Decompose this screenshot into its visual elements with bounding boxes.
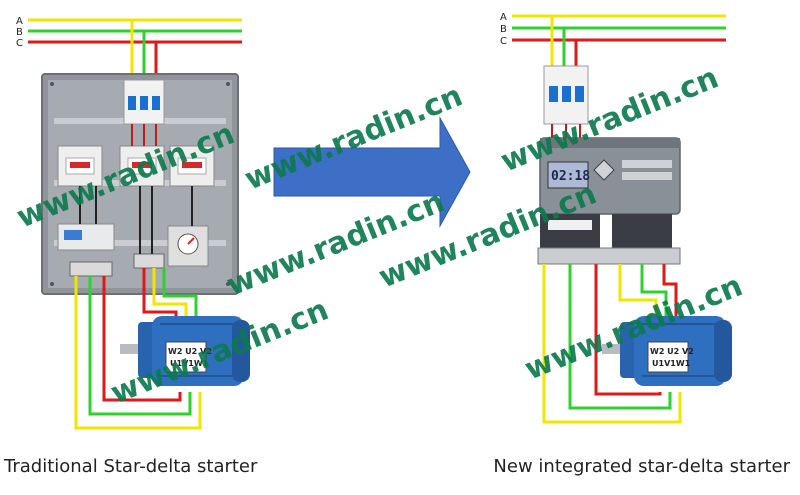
controller-display-value: 02:18 xyxy=(551,169,590,184)
caption-traditional: Traditional Star-delta starter xyxy=(4,456,258,477)
cable-yellow-left xyxy=(74,276,202,430)
time-relay xyxy=(167,225,209,267)
bus-label-b-right: B xyxy=(500,24,507,35)
bus-label-c-left: C xyxy=(16,38,23,49)
bus-bars-left: A B C xyxy=(16,16,242,49)
traditional-starter: A B C xyxy=(16,16,250,430)
motor-terminal-box-right xyxy=(647,341,689,373)
circuit-breaker-right xyxy=(543,65,589,125)
contactors xyxy=(57,145,215,187)
cable-red-right xyxy=(594,264,662,396)
watermark-3: www.radin.cn xyxy=(222,184,450,303)
controller-lcd xyxy=(547,161,589,189)
output-terminals xyxy=(537,247,681,265)
terminal-block-right xyxy=(133,253,165,269)
caption-integrated: New integrated star-delta starter xyxy=(493,456,790,477)
motor-terminal-row1-left: W2 U2 V2 xyxy=(168,347,212,356)
motor-right: W2 U2 V2 U1V1W1 xyxy=(602,316,732,386)
motor-terminal-box-left xyxy=(165,341,207,373)
motor-left: W2 U2 V2 U1V1W1 xyxy=(120,316,250,386)
motor-terminal-row1-right: W2 U2 V2 xyxy=(650,347,694,356)
terminal-block-left xyxy=(69,261,113,277)
cable-green-right xyxy=(568,264,672,410)
bus-label-c-right: C xyxy=(500,36,507,47)
circuit-breaker-left xyxy=(123,79,165,125)
dpad-icon xyxy=(593,159,615,181)
cable-green-left xyxy=(88,276,192,416)
bus-label-a-right: A xyxy=(500,12,507,23)
cable-red-left xyxy=(102,276,182,402)
integrated-starter: A B C 02:18 xyxy=(500,12,732,424)
motor-terminal-row2-right: U1V1W1 xyxy=(652,359,691,368)
transition-arrow xyxy=(273,116,471,228)
bus-label-a-left: A xyxy=(16,16,23,27)
bus-label-b-left: B xyxy=(16,27,23,38)
bus-bars-right: A B C xyxy=(500,12,726,47)
cable-yellow-right xyxy=(542,264,682,424)
integrated-controller: 02:18 xyxy=(539,137,681,248)
motor-terminal-row2-left: U1V1W1 xyxy=(170,359,209,368)
